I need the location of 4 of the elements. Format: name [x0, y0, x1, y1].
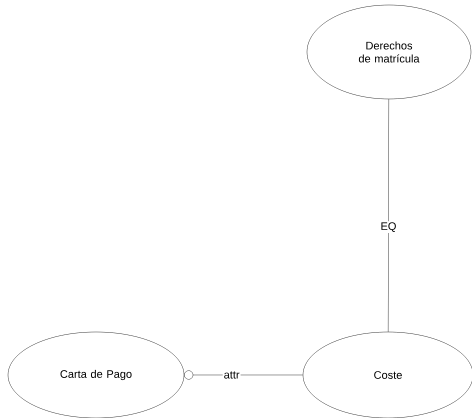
edge-label: EQ	[380, 221, 398, 233]
edge-label: attr	[222, 370, 241, 380]
connector-line	[388, 99, 390, 332]
connector-line	[184, 370, 303, 380]
